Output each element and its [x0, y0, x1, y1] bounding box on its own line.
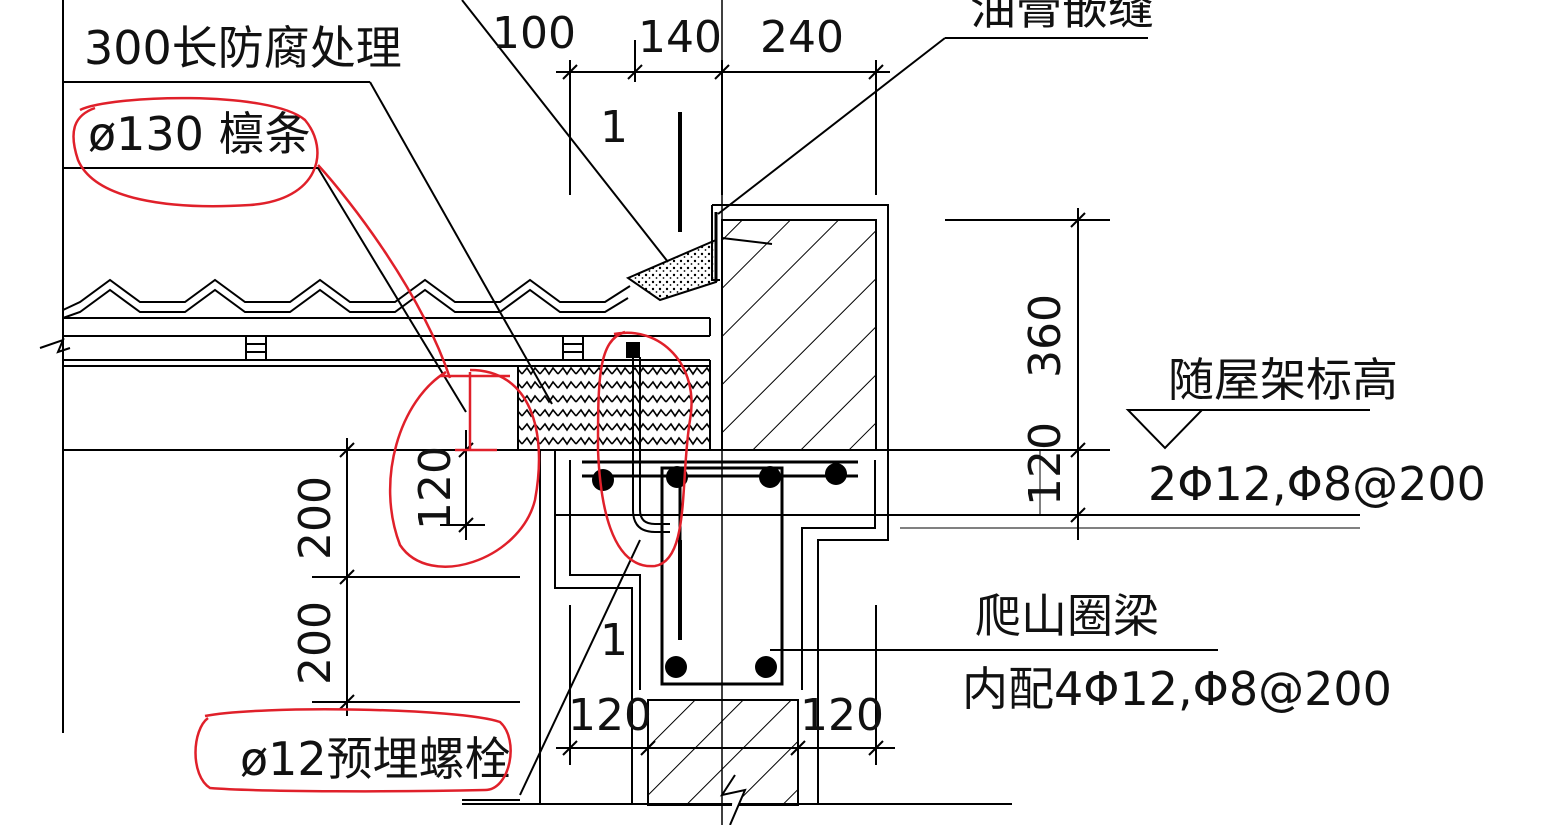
dim-top-1: 100 — [492, 8, 576, 59]
dim-left-1: 200 — [290, 476, 341, 560]
dim-bottom-2: 120 — [800, 690, 884, 741]
dim-top-3: 240 — [760, 12, 844, 63]
purlin-bolts — [245, 335, 584, 361]
label-anticorrosion: 300长防腐处理 — [84, 21, 402, 75]
concrete-wall — [647, 699, 799, 806]
corrugated-roof-sheet — [62, 278, 631, 311]
dim-right-1: 360 — [1020, 294, 1071, 378]
label-roof-elevation: 随屋架标高 — [1168, 353, 1398, 407]
concrete-parapet — [721, 219, 877, 451]
structure-lines — [39, 0, 1360, 825]
dim-top-2: 140 — [638, 12, 722, 63]
anchor-bolt — [626, 342, 670, 533]
treated-timber-block — [517, 365, 711, 451]
wall-break-mark — [719, 774, 747, 825]
dim-left-2: 200 — [290, 601, 341, 685]
dim-inner: 120 — [410, 446, 461, 530]
label-beam-reinf-inner: 内配4Φ12,Φ8@200 — [962, 662, 1392, 716]
section-mark-top: 1 — [600, 102, 628, 153]
dim-bottom-1: 120 — [568, 690, 652, 741]
label-beam-reinf-top: 2Φ12,Φ8@200 — [1148, 457, 1486, 511]
label-bolt: ø12预埋螺栓 — [240, 732, 511, 786]
label-sealant: 油膏嵌缝 — [970, 0, 1154, 35]
elevation-marker — [1125, 409, 1205, 450]
label-beam-name: 爬山圈梁 — [975, 589, 1159, 643]
label-purlin: ø130 檩条 — [88, 107, 311, 161]
section-mark-bottom: 1 — [600, 615, 628, 666]
dim-right-2: 120 — [1020, 422, 1071, 506]
red-markup — [72, 96, 693, 793]
sealant-wedge — [625, 238, 717, 302]
rebar-dots — [592, 463, 847, 678]
